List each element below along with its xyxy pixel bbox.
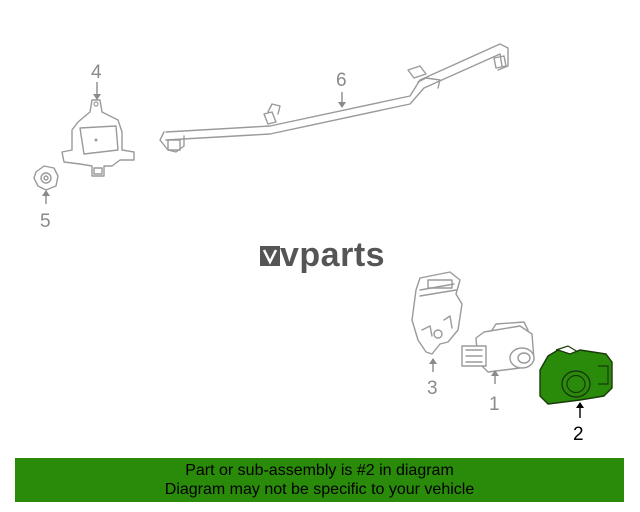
part-5-nut[interactable]: [33, 165, 59, 191]
part-1-sensor[interactable]: [461, 321, 535, 373]
callout-4[interactable]: 4: [91, 62, 102, 83]
callout-2[interactable]: 2: [573, 424, 584, 445]
callout-6[interactable]: 6: [336, 70, 347, 91]
callout-5[interactable]: 5: [40, 211, 51, 232]
brand-logo: vparts: [260, 236, 385, 274]
part-2-sensor-bezel[interactable]: [539, 345, 613, 405]
callout-1[interactable]: 1: [489, 394, 500, 415]
callout-3[interactable]: 3: [427, 378, 438, 399]
banner-line-2: Diagram may not be specific to your vehi…: [164, 481, 475, 498]
part-4-module[interactable]: [61, 99, 135, 177]
brand-logo-text: vparts: [280, 236, 385, 274]
info-banner: Part or sub-assembly is #2 in diagram Di…: [15, 458, 624, 502]
part-3-bracket[interactable]: [411, 271, 463, 355]
banner-line-1: Part or sub-assembly is #2 in diagram: [185, 462, 454, 479]
part-6-wire-harness[interactable]: [159, 43, 509, 153]
